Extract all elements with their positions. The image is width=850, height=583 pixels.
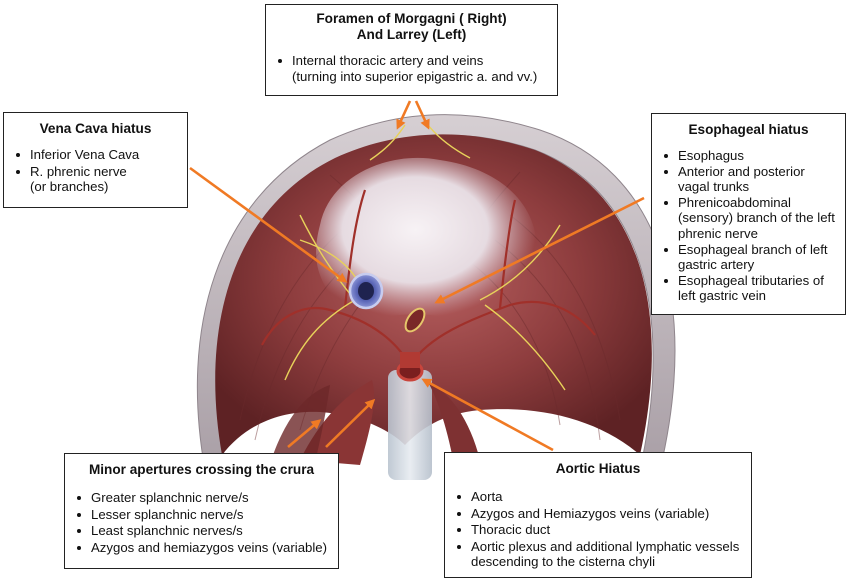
- label-item: Lesser splanchnic nerve/s: [75, 507, 328, 523]
- arrow-esophageal: [434, 196, 645, 304]
- label-box-aortic-hiatus: Aortic Hiatus Aorta Azygos and Hemiazygo…: [444, 452, 752, 578]
- label-title: Minor apertures crossing the crura: [88, 462, 315, 477]
- label-title: Vena Cava hiatus: [39, 121, 152, 136]
- label-item: Least splanchnic nerves/s: [75, 523, 328, 539]
- label-title: Aortic Hiatus: [555, 461, 641, 476]
- label-item: Esophagus: [662, 148, 835, 164]
- label-item: Thoracic duct: [455, 522, 741, 538]
- label-item: R. phrenic nerve (or branches): [14, 164, 177, 195]
- label-item: Aorta: [455, 489, 741, 505]
- arrow-morgagni-left: [414, 100, 430, 130]
- arrow-vena-cava: [189, 166, 348, 283]
- label-item: Phrenicoabdominal (sensory) branch of th…: [662, 195, 835, 242]
- label-item: Internal thoracic artery and veins (turn…: [276, 53, 547, 84]
- label-title: Esophageal hiatus: [688, 122, 809, 137]
- label-item: Greater splanchnic nerve/s: [75, 490, 328, 506]
- label-title-line: And Larrey (Left): [356, 27, 467, 42]
- label-item: Azygos and hemiazygos veins (variable): [75, 540, 328, 556]
- arrow-minor-1: [287, 419, 322, 448]
- label-box-esophageal-hiatus: Esophageal hiatus Esophagus Anterior and…: [651, 113, 846, 315]
- label-box-vena-cava-hiatus: Vena Cava hiatus Inferior Vena Cava R. p…: [3, 112, 188, 208]
- label-box-minor-apertures: Minor apertures crossing the crura Great…: [64, 453, 339, 569]
- left-crus: [428, 382, 480, 470]
- arrow-aortic: [421, 378, 554, 452]
- label-item: Esophageal branch of left gastric artery: [662, 242, 835, 273]
- label-item: Azygos and Hemiazygos veins (variable): [455, 506, 741, 522]
- label-item: Anterior and posterior vagal trunks: [662, 164, 835, 195]
- label-item: Aortic plexus and additional lymphatic v…: [455, 539, 741, 570]
- label-item: Esophageal tributaries of left gastric v…: [662, 273, 835, 304]
- label-title-line: Foramen of Morgagni ( Right): [316, 11, 507, 26]
- label-title: Foramen of Morgagni ( Right) And Larrey …: [276, 11, 547, 43]
- label-item: Inferior Vena Cava: [14, 147, 177, 163]
- vertebral-column: [388, 370, 432, 480]
- esophageal-opening: [404, 307, 426, 333]
- arrow-minor-2: [325, 398, 376, 448]
- arrow-morgagni-right: [396, 100, 412, 130]
- label-box-foramen-morgagni: Foramen of Morgagni ( Right) And Larrey …: [265, 4, 558, 96]
